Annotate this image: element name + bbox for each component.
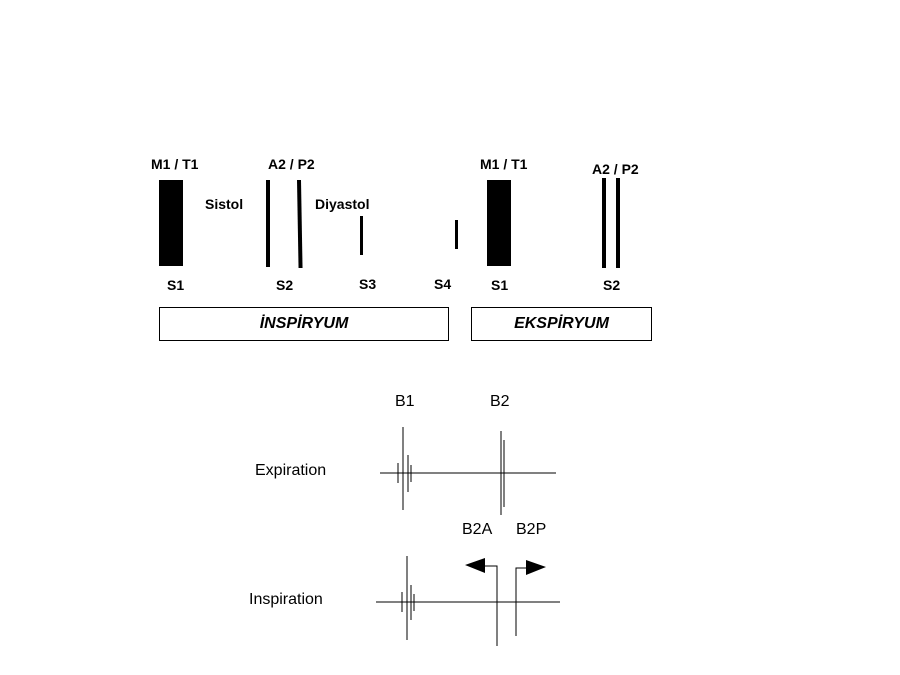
s4-sound-bar [455,220,458,249]
diyastol-label: Diyastol [315,196,370,212]
b2a-arrow-left [465,558,485,573]
s1-sound-bar [159,180,183,266]
m1-t1-label-inspiration: M1 / T1 [151,156,199,172]
a2-sound-bar [266,180,270,267]
s3-sound-bar [360,216,363,255]
s3-label: S3 [359,276,377,292]
a2-p2-label-inspiration: A2 / P2 [268,156,315,172]
p2-sound-bar-expiration [616,178,620,268]
b2a-label: B2A [462,521,493,538]
inspiration-label: Inspiration [249,591,323,608]
m1-t1-label-expiration: M1 / T1 [480,156,528,172]
expiration-phase-box: EKSPİRYUM [471,307,652,341]
inspiration-phase-label: İNSPİRYUM [259,315,349,332]
s4-label: S4 [434,276,452,292]
s2-label-inspiration: S2 [276,277,294,293]
b2a-line [484,565,498,646]
sistol-label: Sistol [205,196,244,212]
expiration-label: Expiration [255,462,327,479]
s1-label-inspiration: S1 [167,277,185,293]
inspiration-phase-box: İNSPİRYUM [159,307,449,341]
b2p-arrow-right [526,560,546,575]
s1-label-expiration: S1 [491,277,509,293]
a2-sound-bar-expiration [602,178,606,268]
expiration-phase-label: EKSPİRYUM [514,315,609,332]
s2-label-expiration: S2 [603,277,621,293]
b2p-label: B2P [516,521,547,538]
a2-p2-label-expiration: A2 / P2 [592,161,639,177]
b1-label: B1 [395,393,415,410]
b2-label: B2 [490,393,510,410]
b2p-line [515,567,527,636]
s1-sound-bar-expiration [487,180,511,266]
